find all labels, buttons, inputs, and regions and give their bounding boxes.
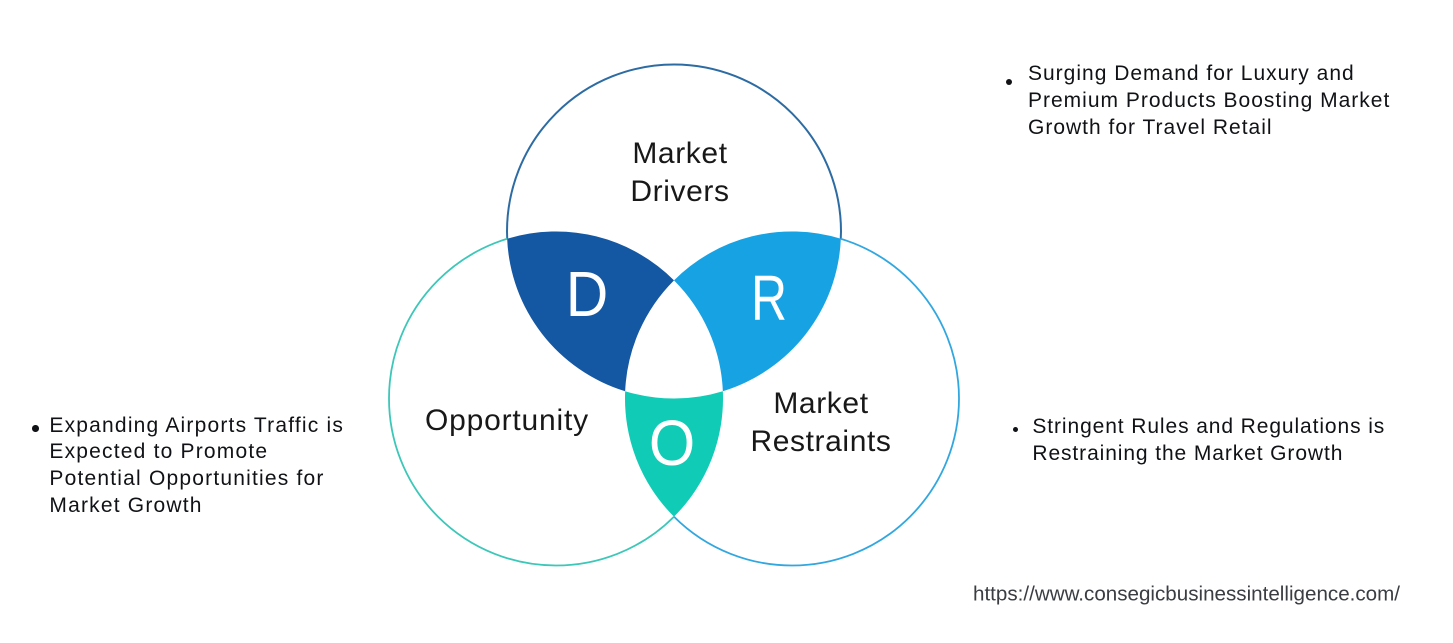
svg-text:https://www.consegicbusinessin: https://www.consegicbusinessintelligence…: [973, 582, 1400, 605]
